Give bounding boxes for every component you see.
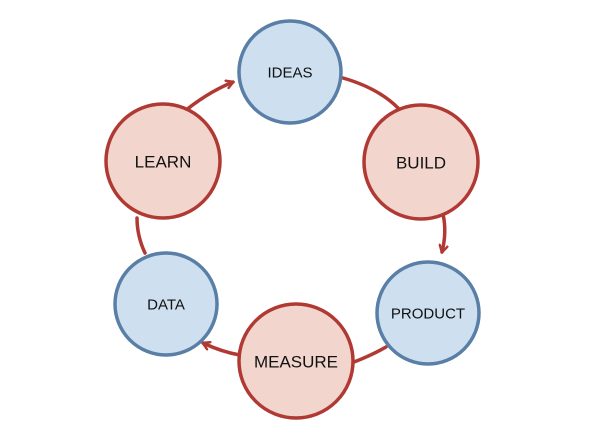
node-measure-label: MEASURE [254,353,338,372]
node-product: PRODUCT [375,260,481,366]
node-learn-label: LEARN [135,153,192,172]
arrow-product-to-measure [352,345,388,364]
node-build-circle [362,103,480,221]
node-build-label: BUILD [396,154,446,173]
node-build: BUILD [362,103,480,221]
node-learn-circle [104,102,222,220]
arrow-build-to-product [442,212,445,254]
node-product-label: PRODUCT [391,306,465,323]
node-measure-circle [237,302,355,420]
node-learn: LEARN [104,102,222,220]
arrow-ideas-to-build [341,76,400,110]
arrow-measure-to-data [201,343,242,357]
node-ideas: IDEAS [237,19,343,125]
node-data: DATA [113,251,219,357]
node-data-circle [113,251,219,357]
arrow-data-to-learn [135,216,147,255]
node-product-circle [375,260,481,366]
node-measure: MEASURE [237,302,355,420]
node-ideas-circle [237,19,343,125]
node-data-label: DATA [147,297,185,314]
node-ideas-label: IDEAS [267,65,312,82]
